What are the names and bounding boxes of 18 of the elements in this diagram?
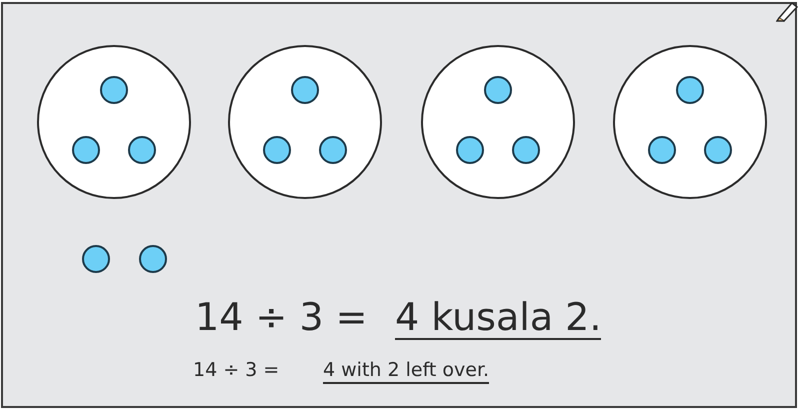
counter-dot — [704, 136, 732, 164]
answer-text: 4 kusala 2. — [395, 298, 602, 340]
counter-dot — [319, 136, 347, 164]
equation-text: 14 ÷ 3 = — [193, 361, 280, 380]
counter-dot — [291, 76, 319, 104]
counter-dot — [676, 76, 704, 104]
counter-dot — [512, 136, 540, 164]
counter-dot — [128, 136, 156, 164]
answer-text: 4 with 2 left over. — [323, 361, 490, 384]
counter-dot — [648, 136, 676, 164]
counter-dot — [263, 136, 291, 164]
counter-dot — [456, 136, 484, 164]
counter-dot — [100, 76, 128, 104]
counter-dot — [82, 245, 110, 273]
counter-dot — [72, 136, 100, 164]
counter-dot — [139, 245, 167, 273]
counter-dot — [484, 76, 512, 104]
equation-text: 14 ÷ 3 = — [195, 298, 368, 336]
